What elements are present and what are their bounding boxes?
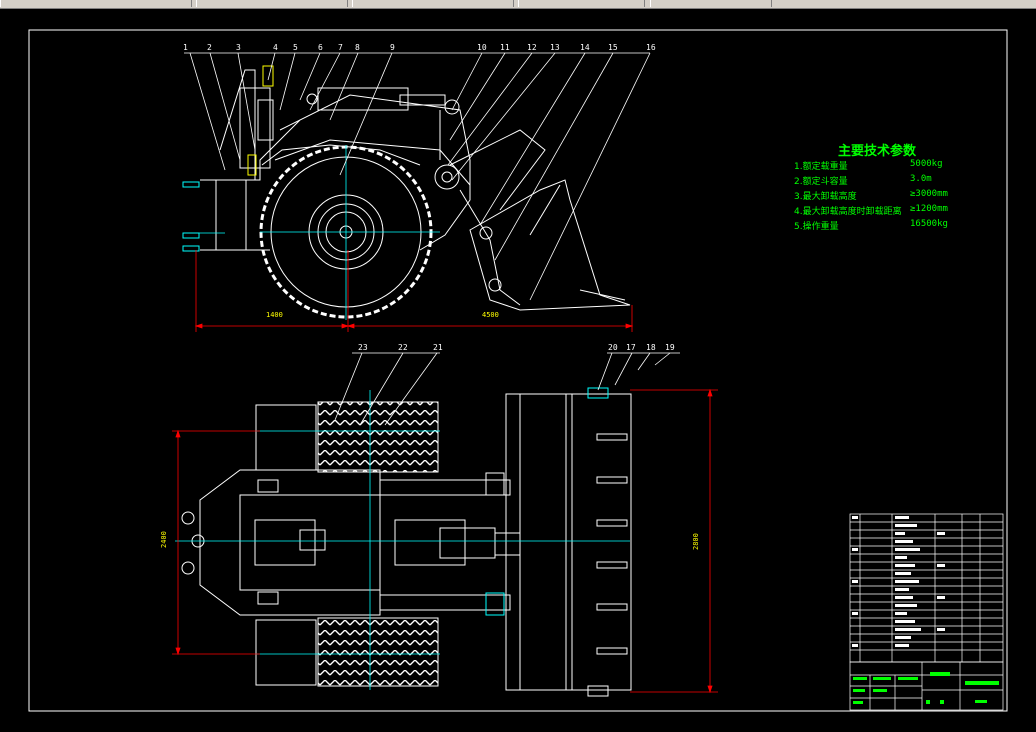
tech-param-label: 3.最大卸载高度: [794, 192, 857, 202]
svg-text:4: 4: [273, 43, 278, 52]
svg-text:23: 23: [358, 343, 368, 352]
toolbar-segment[interactable]: [196, 0, 348, 7]
tech-params-title: 主要技术参数: [838, 144, 917, 159]
svg-text:7: 7: [338, 43, 343, 52]
dim-front-length: 4500: [482, 311, 499, 319]
svg-text:16: 16: [646, 43, 656, 52]
drawing-canvas[interactable]: 1400 4500 1 2 3 4 5 6 7 8 9 10 11 12 13 …: [0, 9, 1036, 732]
svg-text:15: 15: [608, 43, 618, 52]
svg-text:1: 1: [183, 43, 188, 52]
part-labels-bottom: 23 22 21 20 17 18 19: [358, 343, 675, 352]
part-labels-top: 1 2 3 4 5 6 7 8 9 10 11 12 13 14 15 16: [183, 43, 656, 52]
tech-param-label: 4.最大卸载高度时卸载距离: [794, 207, 902, 217]
svg-text:21: 21: [433, 343, 443, 352]
svg-text:22: 22: [398, 343, 408, 352]
tech-param-value: ≥3000mm: [910, 189, 948, 199]
svg-text:13: 13: [550, 43, 560, 52]
svg-text:5: 5: [293, 43, 298, 52]
toolbar-segment[interactable]: [352, 0, 514, 7]
side-view-centerlines: [186, 145, 440, 320]
toolbar-strip: [0, 0, 1036, 9]
top-view: [181, 387, 632, 697]
toolbar-segment[interactable]: [0, 0, 192, 7]
svg-text:18: 18: [646, 343, 656, 352]
tech-param-label: 1.额定载重量: [794, 162, 848, 172]
leader-lines-top: [184, 52, 651, 301]
tech-param-value: 5000kg: [910, 159, 943, 169]
svg-text:17: 17: [626, 343, 636, 352]
svg-text:3: 3: [236, 43, 241, 52]
drawing-border: [28, 29, 1008, 712]
svg-text:11: 11: [500, 43, 510, 52]
svg-text:8: 8: [355, 43, 360, 52]
dim-rear-length: 1400: [266, 311, 283, 319]
svg-text:12: 12: [527, 43, 537, 52]
svg-text:20: 20: [608, 343, 618, 352]
dim-bucket-width: 2800: [692, 533, 700, 550]
tech-param-value: 3.0m: [910, 174, 932, 184]
svg-text:19: 19: [665, 343, 675, 352]
leader-lines-bottom: [334, 352, 680, 426]
parts-list: [849, 513, 1004, 663]
tech-param-label: 5.操作重量: [794, 222, 839, 232]
dim-width-total: 2400: [160, 531, 168, 548]
svg-text:6: 6: [318, 43, 323, 52]
svg-text:2: 2: [207, 43, 212, 52]
title-block: [849, 661, 1004, 711]
top-view-centerlines: [175, 390, 630, 690]
svg-text:10: 10: [477, 43, 487, 52]
toolbar-segment[interactable]: [518, 0, 645, 7]
title-block-marks: [853, 672, 999, 704]
svg-text:14: 14: [580, 43, 590, 52]
svg-text:9: 9: [390, 43, 395, 52]
tech-param-label: 2.额定斗容量: [794, 177, 848, 187]
side-view: [182, 65, 631, 319]
top-view-dimensions: [172, 388, 718, 694]
toolbar-segment[interactable]: [650, 0, 772, 7]
tech-param-value: 16500kg: [910, 219, 948, 229]
cad-drawing: 1400 4500 1 2 3 4 5 6 7 8 9 10 11 12 13 …: [28, 29, 1008, 712]
side-view-dimensions: [194, 250, 634, 332]
bucket-teeth: [596, 433, 628, 655]
parts-list-marks: [852, 516, 945, 647]
tech-param-value: ≥1200mm: [910, 204, 948, 214]
